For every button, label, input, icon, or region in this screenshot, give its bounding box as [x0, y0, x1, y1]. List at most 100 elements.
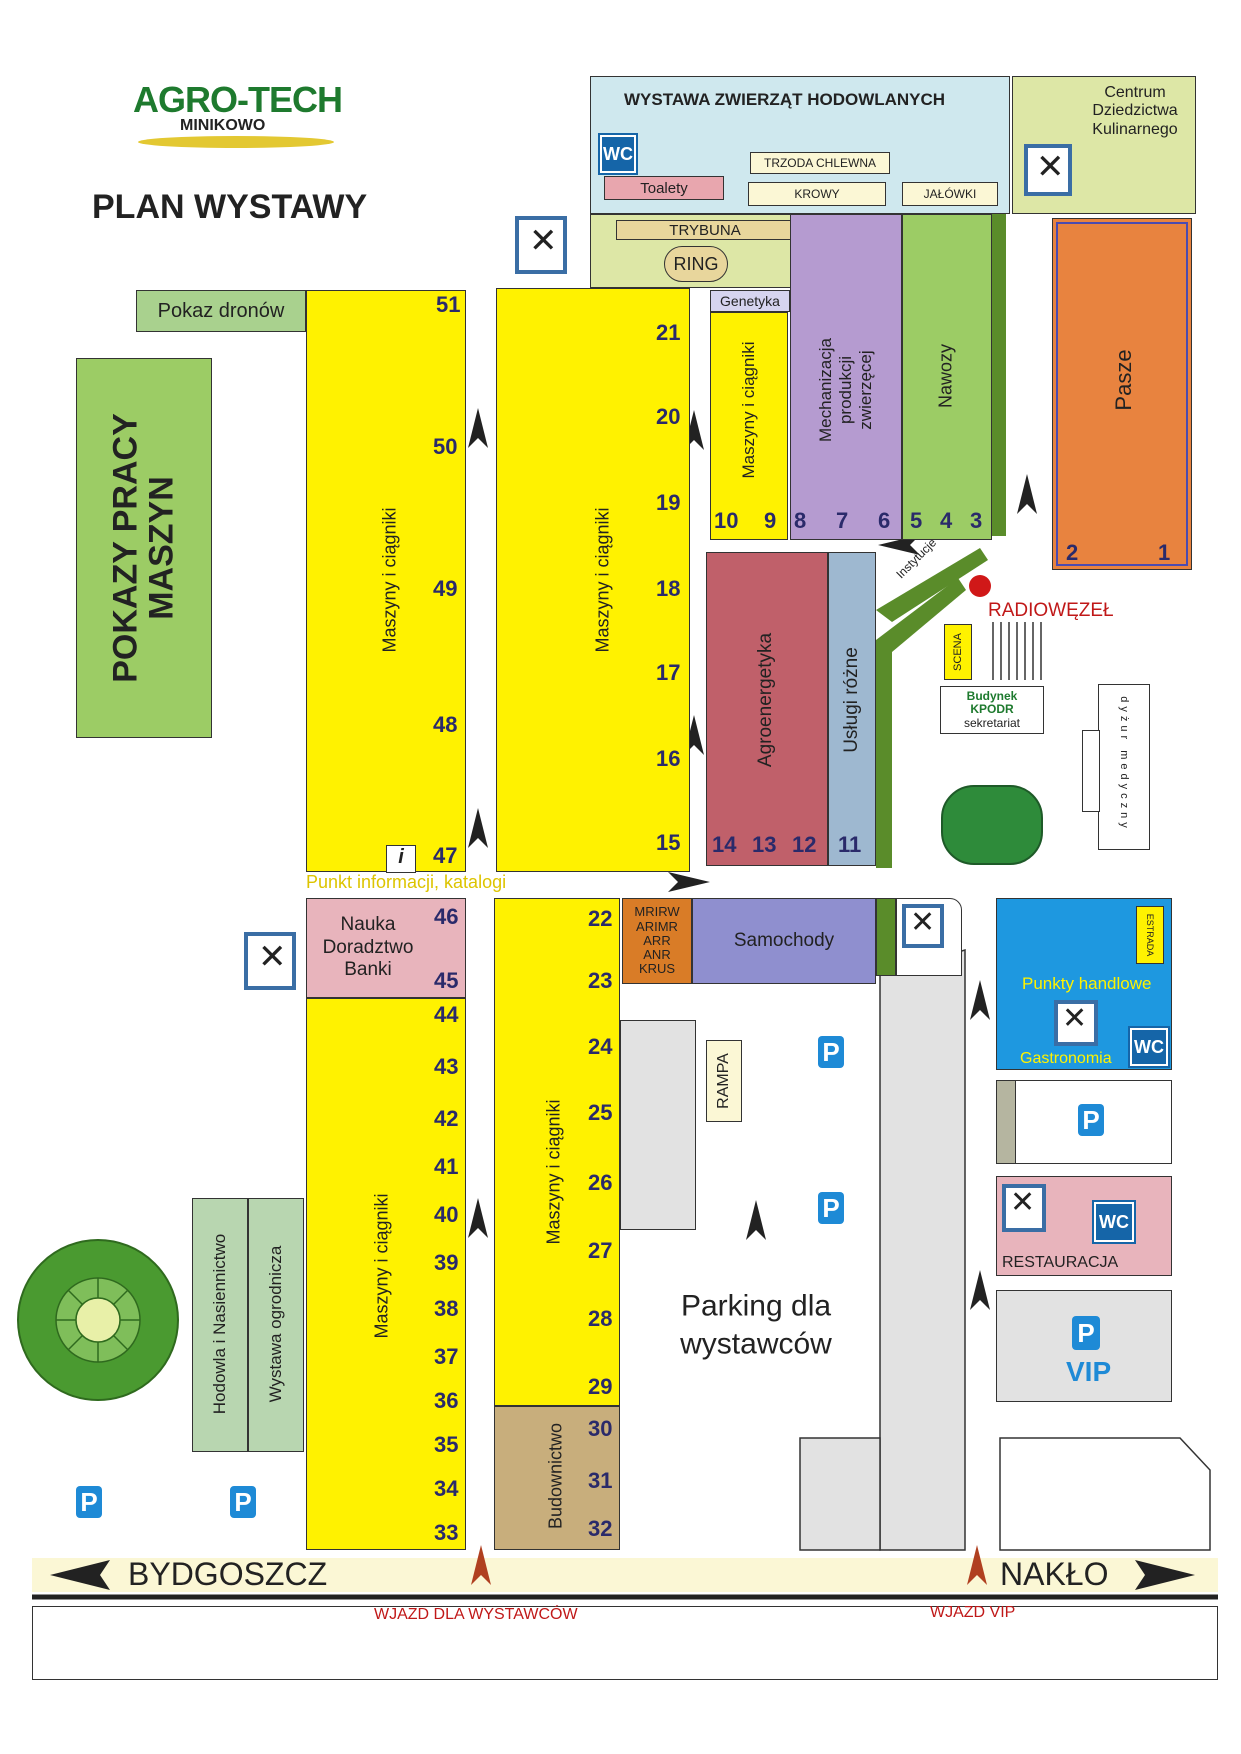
fork-knife-glyph-5: ✕: [1062, 1002, 1088, 1035]
hall-15-21[interactable]: [496, 288, 690, 872]
stand-37: 37: [434, 1344, 459, 1369]
hall-33-44-label: Maszyny i ciągniki: [371, 1193, 392, 1339]
wc-icon-stalls: WC: [1128, 1026, 1170, 1068]
stand-tribune[interactable]: TRYBUNA: [616, 220, 794, 240]
stand-4: 4: [940, 508, 953, 533]
fork-knife-icon-culinary: [1024, 144, 1072, 196]
fork-knife-glyph-3: ✕: [258, 938, 287, 976]
stand-13: 13: [752, 832, 777, 857]
stage-zone[interactable]: [944, 624, 972, 680]
ministries-zone[interactable]: MRIRW ARIMR ARR ANR KRUS: [622, 898, 692, 984]
medical-label: dyżur medyczny: [1118, 696, 1130, 832]
stage-label: SCENA: [952, 633, 964, 671]
fork-knife-glyph-6: ✕: [1010, 1186, 1036, 1219]
kpodr-line1: Budynek: [966, 689, 1018, 704]
kpodr-line3: sekretariat: [963, 715, 1021, 730]
parking-icon-1: P: [818, 1036, 844, 1068]
hall-construction[interactable]: [494, 1406, 620, 1550]
stand-22: 22: [588, 906, 613, 931]
stand-47: 47: [433, 843, 458, 868]
science-line3: Banki: [344, 959, 392, 981]
kpodr-building[interactable]: Budynek KPODR sekretariat: [940, 686, 1044, 734]
entry-arrow-left-icon: [471, 1545, 491, 1585]
plants-wheel-icon: [17, 1239, 179, 1401]
parking-icon-2: P: [818, 1192, 844, 1224]
ring-oval[interactable]: RING: [664, 246, 728, 282]
wc-icon-animal: WC: [598, 133, 638, 175]
stand-44: 44: [434, 1002, 459, 1027]
machine-show-label: POKAZY PRACY MASZYN: [106, 413, 180, 683]
stand-2: 2: [1066, 540, 1079, 565]
fork-knife-icon-stalls: [1054, 1000, 1098, 1046]
road-right-label: NAKŁO: [1000, 1556, 1109, 1592]
stand-23: 23: [588, 968, 613, 993]
hall-47-51[interactable]: [306, 290, 466, 872]
drones-zone[interactable]: Pokaz dronów: [136, 290, 306, 332]
mechanization-label: Mechanizacja produkcji zwierzęcej: [816, 338, 875, 442]
garden-zone[interactable]: [248, 1198, 304, 1452]
green-oval: [941, 785, 1043, 865]
toilets-zone[interactable]: Toalety: [604, 176, 724, 200]
hall-feed[interactable]: [1052, 218, 1192, 570]
arrow-naklo-icon: [1135, 1560, 1195, 1590]
up-arrow-6-icon: [1017, 474, 1037, 514]
fork-knife-glyph-4: ✕: [910, 906, 936, 939]
breeding-zone[interactable]: [192, 1198, 248, 1452]
stand-39: 39: [434, 1250, 459, 1275]
radio-label: RADIOWĘZEŁ: [988, 600, 1114, 621]
bottom-parking[interactable]: [32, 1606, 1218, 1680]
stand-35: 35: [434, 1432, 459, 1457]
up-arrow-9-icon: [746, 1200, 766, 1240]
cows-zone[interactable]: KROWY: [748, 182, 886, 206]
ministry-1: MRIRW: [634, 904, 680, 920]
parking-icon-4: P: [76, 1486, 102, 1518]
radio-lines: [992, 622, 1042, 680]
path-vertical: [876, 640, 892, 868]
stand-6: 6: [878, 508, 891, 533]
hall-33-44[interactable]: [306, 998, 466, 1550]
hall-services[interactable]: [828, 552, 876, 866]
entry-arrow-right-icon: [967, 1545, 987, 1585]
page-title: PLAN WYSTAWY: [92, 188, 368, 226]
stand-38: 38: [434, 1296, 459, 1321]
ministry-4: ANR: [643, 947, 671, 963]
heifers-zone[interactable]: JAŁÓWKI: [902, 182, 998, 206]
fork-knife-glyph-2: ✕: [529, 222, 558, 260]
ramp-zone[interactable]: [706, 1040, 742, 1122]
stand-41: 41: [434, 1154, 459, 1179]
ministry-5: KRUS: [638, 961, 676, 977]
stand-50: 50: [433, 434, 458, 459]
cars-zone[interactable]: Samochody: [692, 898, 876, 984]
stand-15: 15: [656, 830, 681, 855]
parking-icon-5: P: [230, 1486, 256, 1518]
parking-gray-road: [879, 948, 966, 1551]
ramp-label: RAMPA: [715, 1053, 732, 1109]
ramp-building[interactable]: [620, 1020, 696, 1230]
stand-26: 26: [588, 1170, 613, 1195]
hall-9-10[interactable]: [710, 312, 788, 540]
ministry-2: ARIMR: [636, 918, 678, 934]
machine-show-zone[interactable]: [76, 358, 212, 738]
hall-fertilizers[interactable]: [902, 214, 992, 540]
stand-28: 28: [588, 1306, 613, 1331]
stand-9: 9: [764, 508, 777, 533]
hall-mechanization[interactable]: [790, 214, 902, 540]
science-line2: Doradztwo: [322, 936, 414, 958]
stand-14: 14: [712, 832, 737, 857]
arrow-bydgoszcz-icon: [50, 1560, 110, 1590]
medical-zone[interactable]: [1098, 684, 1150, 850]
stand-20: 20: [656, 404, 681, 429]
kpodr-line2: KPODR: [970, 702, 1014, 717]
hall-22-29[interactable]: [494, 898, 620, 1406]
hall-agroenergy[interactable]: [706, 552, 828, 866]
pigs-zone[interactable]: TRZODA CHLEWNA: [750, 152, 890, 174]
stand-46: 46: [434, 904, 459, 929]
feed-label: Pasze: [1111, 349, 1136, 411]
stand-31: 31: [588, 1468, 613, 1493]
science-zone[interactable]: Nauka Doradztwo Banki: [306, 898, 466, 998]
estrada-zone[interactable]: [1136, 906, 1164, 964]
logo-swoosh-icon: [138, 136, 334, 148]
info-icon[interactable]: i: [386, 845, 416, 873]
genetics-zone-2[interactable]: Genetyka: [710, 290, 790, 312]
